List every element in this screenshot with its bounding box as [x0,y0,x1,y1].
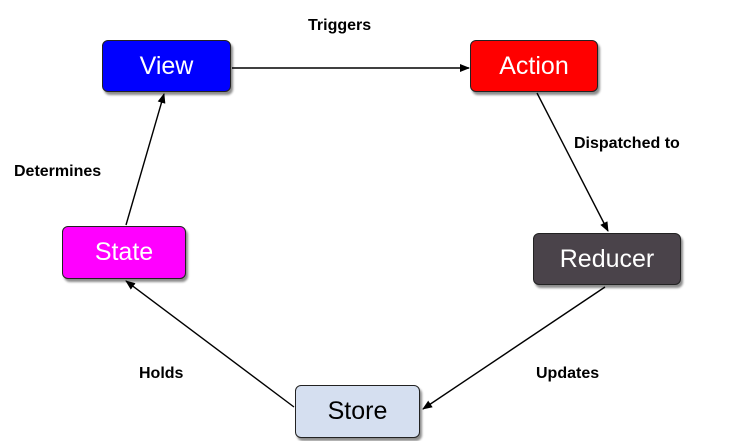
reducer-node-label: Reducer [559,244,655,273]
action-node-label: Action [499,51,569,80]
edge-label-holds: Holds [139,365,184,382]
edge-label-determines: Determines [14,163,102,180]
store-node: Store [295,385,420,438]
arrow-store-to-state [125,280,295,408]
state-node-label: State [94,238,154,266]
arrow-action-to-reducer [536,92,609,232]
view-node-label: View [139,51,194,80]
reducer-node: Reducer [533,233,681,285]
state-node: State [62,226,186,279]
arrow-state-to-view [125,93,166,226]
edge-label-updates: Updates [536,365,600,382]
view-node: View [102,40,231,92]
edge-label-dispatched-to: Dispatched to [574,135,680,152]
action-node: Action [470,40,598,92]
arrow-reducer-to-store [422,286,606,410]
edge-label-triggers: Triggers [308,17,372,34]
store-node-label: Store [327,397,388,425]
